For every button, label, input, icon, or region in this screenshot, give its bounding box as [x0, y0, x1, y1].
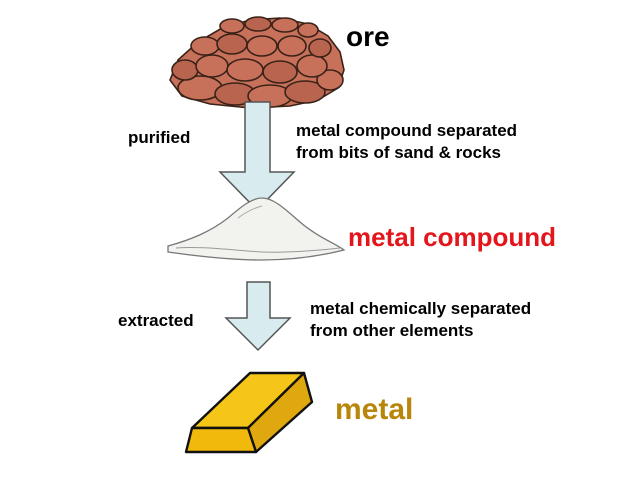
step-description-1-line-2: from bits of sand & rocks: [296, 143, 501, 162]
process-label-extracted: extracted: [118, 311, 194, 330]
process-label-purified: purified: [128, 128, 191, 147]
step-description-1: metal compound separated from bits of sa…: [296, 120, 517, 164]
powder-pile-icon: [167, 197, 346, 261]
step-description-1-line-1: metal compound separated: [296, 121, 518, 140]
down-arrow-2: [224, 281, 292, 352]
step-description-2-line-1: metal chemically separated: [310, 299, 532, 318]
step-description-2-line-2: from other elements: [310, 321, 474, 340]
ore-rocks-icon: [169, 16, 345, 109]
gold-ingot-icon: [184, 371, 314, 454]
down-arrow-1: [218, 101, 296, 212]
stage-label-ore: ore: [346, 21, 390, 52]
stage-label-compound: metal compound: [348, 222, 557, 252]
step-description-2: metal chemically separated from other el…: [310, 298, 531, 342]
stage-label-metal: metal: [335, 393, 414, 426]
